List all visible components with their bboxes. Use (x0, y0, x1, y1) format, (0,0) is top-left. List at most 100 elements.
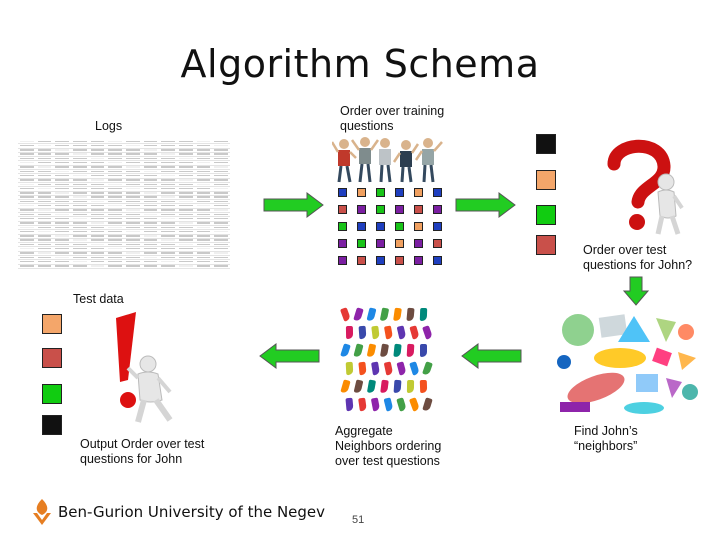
log-row (18, 204, 230, 209)
log-cell (143, 209, 158, 211)
log-cell (55, 248, 70, 250)
log-cell (161, 217, 176, 220)
log-cell (108, 222, 123, 224)
log-cell (90, 179, 105, 181)
log-cell (179, 260, 193, 263)
log-cell (179, 144, 193, 147)
log-cell (126, 217, 140, 220)
log-cell (90, 157, 105, 160)
log-cell (196, 192, 211, 194)
log-cell (20, 252, 34, 254)
log-cell (143, 217, 158, 220)
log-cell (126, 183, 140, 185)
log-cell (214, 209, 229, 211)
log-row (18, 226, 230, 231)
log-cell (179, 226, 193, 228)
log-cell (90, 153, 105, 155)
log-cell (20, 144, 34, 147)
log-cell (37, 187, 52, 190)
log-row (18, 265, 230, 269)
log-cell (108, 205, 123, 207)
log-cell (37, 248, 52, 250)
log-cell (55, 200, 70, 203)
log-cell (196, 170, 211, 173)
log-cell (55, 140, 70, 142)
training-order-square (338, 205, 347, 214)
log-cell (161, 187, 176, 190)
log-cell (90, 230, 105, 233)
log-cell (214, 235, 229, 237)
log-row (18, 170, 230, 175)
log-cell (90, 269, 105, 270)
arrow-down (623, 276, 649, 306)
log-cell (143, 170, 158, 173)
log-cell (55, 222, 70, 224)
log-cell (73, 205, 87, 207)
log-cell (196, 213, 211, 216)
log-cell (179, 205, 193, 207)
log-row (18, 192, 230, 196)
log-cell (196, 252, 211, 254)
log-cell (161, 200, 176, 203)
sock-item (406, 379, 415, 394)
log-cell (108, 235, 123, 237)
log-cell (20, 205, 34, 207)
order-test-label: Order over test questions for John? (583, 243, 693, 272)
sock-item (358, 397, 367, 412)
log-cell (108, 269, 123, 270)
log-cell (55, 162, 70, 164)
log-cell (126, 269, 140, 270)
log-cell (179, 166, 193, 168)
aggregate-label: Aggregate Neighbors ordering over test q… (335, 424, 442, 468)
log-cell (143, 187, 158, 190)
log-cell (90, 209, 105, 211)
log-cell (126, 196, 140, 198)
log-cell (143, 162, 158, 164)
log-cell (55, 265, 70, 267)
log-cell (214, 222, 229, 224)
sock-item (371, 361, 380, 376)
sock-item (380, 343, 389, 358)
training-order-square (414, 239, 423, 248)
log-cell (143, 248, 158, 250)
log-cell (73, 213, 87, 216)
training-order-square (395, 205, 404, 214)
log-row (18, 217, 230, 222)
log-cell (214, 239, 229, 241)
log-cell (108, 183, 123, 185)
log-cell (20, 269, 34, 270)
order-training-label: Order over training questions (340, 104, 445, 133)
log-cell (55, 179, 70, 181)
log-cell (196, 222, 211, 224)
log-cell (73, 230, 87, 233)
log-cell (55, 235, 70, 237)
sock-item (345, 361, 354, 376)
log-cell (55, 187, 70, 190)
log-cell (108, 140, 123, 142)
log-cell (55, 192, 70, 194)
log-cell (20, 140, 34, 142)
log-cell (90, 170, 105, 173)
log-cell (214, 260, 229, 263)
log-cell (214, 140, 229, 142)
log-cell (20, 196, 34, 198)
log-cell (108, 260, 123, 263)
log-cell (126, 235, 140, 237)
log-cell (161, 162, 176, 164)
log-cell (161, 260, 176, 263)
log-cell (55, 157, 70, 160)
training-order-square (357, 222, 366, 231)
log-cell (55, 149, 70, 151)
log-cell (108, 213, 123, 216)
sock-item (408, 397, 421, 412)
log-cell (37, 230, 52, 233)
log-cell (55, 217, 70, 220)
log-cell (126, 243, 140, 246)
log-cell (90, 174, 105, 177)
log-cell (214, 166, 229, 168)
log-cell (179, 256, 193, 258)
log-cell (55, 243, 70, 246)
log-cell (90, 226, 105, 228)
log-cell (196, 235, 211, 237)
log-cell (37, 183, 52, 185)
